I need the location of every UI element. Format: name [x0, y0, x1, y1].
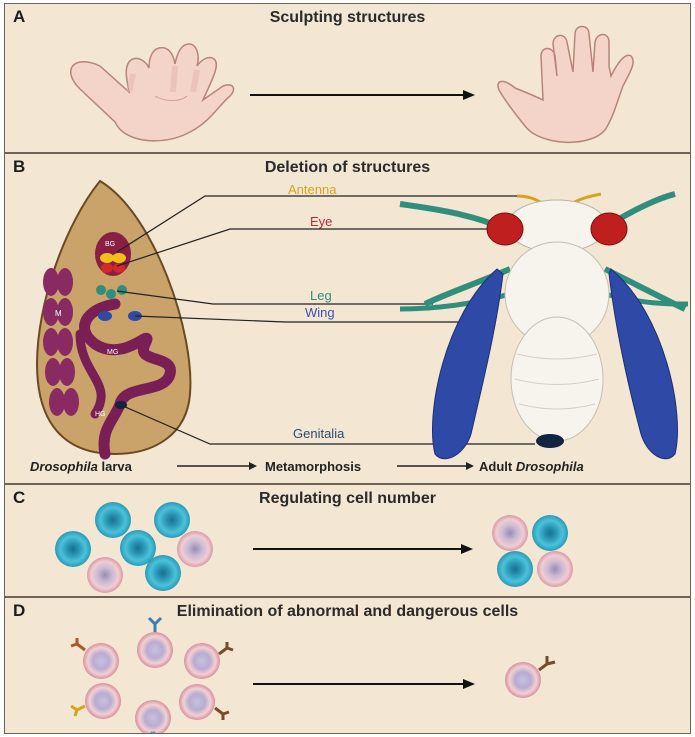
pink-cell — [87, 557, 123, 593]
panel-c-art — [5, 485, 691, 597]
receptor-icon — [71, 638, 85, 650]
label-leg: Leg — [310, 288, 332, 303]
adult-fly-illustration — [400, 194, 688, 459]
receptor-icon — [71, 706, 85, 716]
blue-cell — [154, 502, 190, 538]
caption-larva-species: Drosophila — [30, 459, 98, 474]
cell — [85, 683, 121, 719]
label-antenna: Antenna — [288, 182, 336, 197]
caption-adult-species: Drosophila — [516, 459, 584, 474]
blue-cell — [532, 515, 568, 551]
caption-adult-word: Adult — [479, 459, 512, 474]
panel-d-arrow — [253, 679, 475, 689]
panel-a-art — [5, 4, 691, 153]
panel-c: C Regulating cell number — [4, 484, 691, 597]
webbed-hand-icon — [71, 44, 234, 141]
larva-tag-bg: BG — [105, 241, 115, 248]
receptor-icon — [219, 642, 233, 654]
cell — [137, 632, 173, 668]
panel-c-arrow — [253, 544, 473, 554]
label-wing: Wing — [305, 305, 335, 320]
receptor-icon — [539, 656, 555, 670]
cell-group-before — [71, 618, 233, 734]
caption-metamorphosis: Metamorphosis — [265, 459, 361, 474]
figure: A Sculpting structures B Deletion of str… — [4, 3, 691, 734]
panel-a-arrow — [250, 90, 475, 100]
pink-cell — [177, 531, 213, 567]
blue-cell — [55, 531, 91, 567]
panel-d-art — [5, 598, 691, 734]
cell — [135, 700, 171, 734]
caption-adult: Adult Drosophila — [479, 459, 584, 474]
blue-cell — [95, 502, 131, 538]
label-eye: Eye — [310, 214, 332, 229]
receptor-icon — [215, 708, 229, 720]
larva-tag-mg: MG — [107, 349, 118, 356]
receptor-icon — [149, 618, 161, 632]
panel-b: B Deletion of structures — [4, 153, 691, 484]
blue-cell — [145, 555, 181, 591]
panel-b-art: BG M MG HG — [5, 154, 691, 484]
pink-cell — [537, 551, 573, 587]
cell — [184, 643, 220, 679]
cell — [83, 643, 119, 679]
pink-cell — [492, 515, 528, 551]
larva-tag-m: M — [55, 309, 62, 318]
caption-larva-word: larva — [102, 459, 132, 474]
cell-cluster-after — [492, 515, 573, 587]
label-genitalia: Genitalia — [293, 426, 344, 441]
caption-larva: Drosophila larva — [30, 459, 132, 474]
cell-after — [505, 656, 555, 698]
cell — [505, 662, 541, 698]
separated-hand-icon — [498, 27, 633, 143]
panel-a: A Sculpting structures — [4, 3, 691, 153]
larva-tag-hg: HG — [95, 411, 106, 418]
cell — [179, 684, 215, 720]
blue-cell — [497, 551, 533, 587]
panel-d: D Elimination of abnormal and dangerous … — [4, 597, 691, 734]
cell-cluster-before — [55, 502, 213, 593]
